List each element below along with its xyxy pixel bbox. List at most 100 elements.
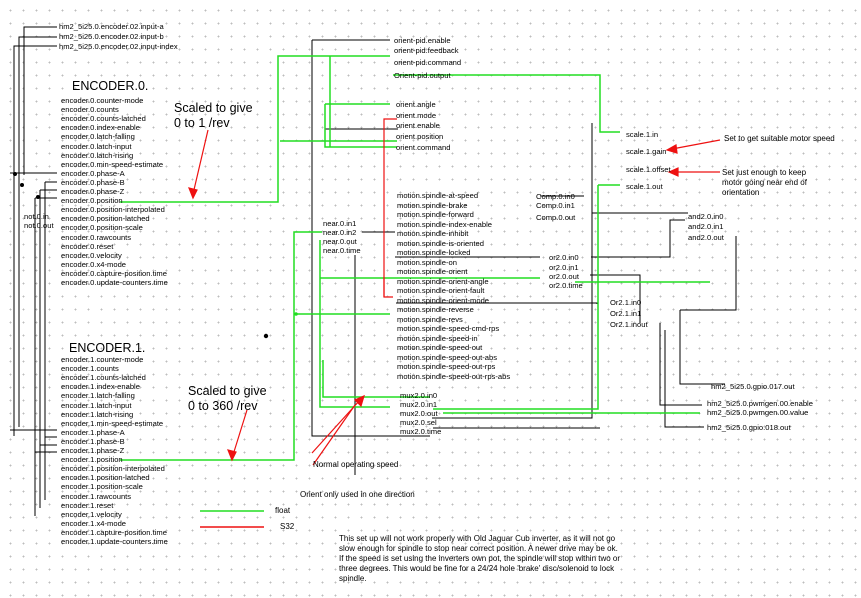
encoder1-pin: encoder.1.position-interpolated [61, 464, 165, 474]
spindle-pin-17: motion.spindle-speed-out-abs [397, 352, 498, 362]
spindle-pin-7: motion.spindle-on [397, 257, 457, 267]
encoder1-pin: encoder.1.index-enable [61, 382, 140, 392]
orient-pin-2: orient.enable [396, 121, 440, 131]
orient-direction-note: Orient only used in one direction [300, 490, 415, 499]
comp-in0: Comp.0.in0 [536, 192, 575, 201]
mux-pin-1: mux2.0.in1 [400, 400, 438, 409]
spindle-pin-15: motion.spindle-speed-in [397, 333, 478, 343]
encoder0-pin: encoder.0.counter-mode [61, 96, 144, 105]
scale-gain: scale.1.gain [626, 147, 667, 156]
encoder0-pin: encoder.0.capture-position.time [61, 268, 167, 278]
orient-pid-enable: orient-pid.enable [394, 36, 451, 45]
gain-note: Set to get suitable motor speed [724, 134, 835, 143]
spindle-pin-9: motion.spindle-orient-angle [397, 276, 489, 286]
encoder0-pin: encoder.0.phase-Z [61, 187, 125, 196]
orient-pin-3: orient.position [396, 132, 444, 142]
junction-dots [13, 172, 298, 339]
legend-float-label: float [275, 506, 291, 515]
orient-pin-1: orient.mode [396, 110, 437, 120]
or20-in0: or2.0.in0 [549, 253, 579, 262]
encoder0-pin: encoder.0.reset [61, 241, 114, 251]
encoder0-pin: encoder.0.rawcounts [61, 232, 132, 242]
encoder0-pin: encoder.0.phase-A [61, 168, 125, 178]
spindle-pin-8: motion.spindle-orient [397, 267, 468, 276]
not0-out: not.0.out [24, 221, 54, 230]
encoder1-pin: encoder.1.phase-Z [61, 446, 125, 455]
legend-lines [200, 510, 264, 528]
annotation-arrows [188, 129, 721, 462]
encoder-input-b: hm2_5i25.0.encoder.02.input-b [59, 32, 164, 41]
encoder1-pin: encoder.1.counts [61, 364, 119, 374]
encoder1-pin: encoder.1.position-scale [61, 482, 143, 492]
orient-pin-4: orient.command [396, 142, 451, 152]
or21-in0: Or2.1.in0 [610, 298, 642, 307]
hm2-pwmgen-enable: hm2_5i25.0.pwmgen.00.enable [707, 399, 813, 408]
encoder0-pin: encoder.0.x4-mode [61, 259, 127, 269]
spindle-pin-6: motion.spindle-locked [397, 248, 471, 257]
encoder0-pin: encoder.0.counts-latched [61, 114, 146, 124]
encoder1-pin: encoder.1.min-speed-estimate [61, 418, 164, 428]
and2-in0: and2.0.in0 [688, 212, 724, 221]
spindle-pin-3: motion.spindle-index-enable [397, 219, 492, 229]
footer-note: This set up will not work properly with … [339, 534, 621, 583]
hm2-gpio-018-out: hm2_5i25.0.gpio.018.out [707, 423, 791, 432]
encoder1-pin: encoder.1.x4-mode [61, 518, 127, 528]
encoder0-pin: encoder.0.counts [61, 105, 119, 115]
spindle-pin-18: motion.spindle-speed-out-rps [397, 362, 496, 371]
encoder1-pin: encoder.1.phase-A [61, 427, 125, 437]
encoder0-pin: encoder.0.position [61, 196, 123, 206]
spindle-pin-13: motion.spindle-revs [397, 314, 463, 324]
normal-speed-note: Normal operating speed [313, 460, 399, 469]
encoder1-pin: encoder.1.counter-mode [61, 355, 144, 364]
orient-pid-command: orient-pid.command [394, 58, 462, 67]
spindle-pin-4: motion.spindle-inhibit [397, 229, 469, 238]
near-in1: near.0.in1 [323, 219, 357, 228]
scaled-encoder1-note: Scaled to give 0 to 360 /rev [188, 384, 267, 413]
hm2-gpio-017-out: hm2_5i25.0.gpio.017.out [711, 382, 795, 391]
s32-wires-red [312, 118, 397, 466]
hm2-pwmgen-value: hm2_5i25.0.pwmgen.00.value [707, 408, 809, 417]
scale-out: scale.1.out [626, 182, 663, 191]
encoder0-pin: encoder.0.index-enable [61, 123, 140, 133]
encoder0-pin: encoder.0.position-latched [61, 214, 150, 224]
encoder0-pin: encoder.0.velocity [61, 250, 122, 260]
spindle-pin-16: motion.spindle-speed-out [397, 343, 483, 352]
orient-pin-0: orient.angle [396, 100, 436, 109]
encoder0-pin: encoder.0.latch-input [61, 141, 132, 151]
encoder0-title: ENCODER.0. [72, 79, 149, 93]
orient-pid-output: Orient-pid.output [394, 71, 451, 80]
encoder1-pin: encoder.1.latch-rising [61, 409, 134, 419]
spindle-pin-2: motion.spindle-forward [397, 210, 474, 219]
encoder1-pin: encoder.1.rawcounts [61, 491, 132, 501]
encoder0-pin: encoder.0.latch-falling [61, 132, 135, 142]
scale-in: scale.1.in [626, 130, 659, 139]
encoder1-pin: encoder.1.position [61, 455, 123, 465]
near-in2: near.0.in2 [323, 228, 357, 237]
encoder0-pin: encoder.0.update-counters.time [61, 278, 168, 287]
orient-pid-feedback: orient-pid.feedback [394, 46, 459, 55]
and2-in1: and2.0.in1 [688, 222, 724, 231]
not0-in: not.0.in [24, 212, 49, 221]
encoder1-title: ENCODER.1. [69, 341, 146, 355]
mux-pin-2: mux2.0.out [400, 409, 438, 418]
encoder1-pin: encoder.1.latch-input [61, 400, 132, 410]
legend-s32-label: S32 [280, 522, 295, 531]
encoder0-pin: encoder.0.position-interpolated [61, 205, 165, 215]
spindle-pin-1: motion.spindle-brake [397, 200, 468, 210]
scaled-encoder0-note: Scaled to give 0 to 1 /rev [174, 101, 253, 130]
near-out: near.0.out [323, 237, 357, 246]
spindle-pin-14: motion.spindle-speed-cmd-rps [397, 324, 500, 333]
signal-wires-black [10, 26, 737, 516]
and2-out: and2.0.out [688, 233, 724, 242]
encoder1-pin: encoder.1.position-latched [61, 473, 150, 483]
near-time: near.0.time [323, 246, 361, 255]
encoder0-pin: encoder.0.position-scale [61, 223, 143, 233]
encoder1-pin: encoder.1.capture-position.time [61, 527, 167, 537]
comp-out: Comp.0.out [536, 213, 576, 222]
encoder1-pin: encoder.1.latch-falling [61, 391, 135, 401]
spindle-pin-11: motion.spindle-orient-mode [397, 295, 490, 305]
encoder0-pin: encoder.0.phase-B [61, 177, 125, 187]
encoder1-pin: encoder.1.velocity [61, 509, 122, 519]
encoder1-pin: encoder.1.update-counters.time [61, 537, 168, 546]
